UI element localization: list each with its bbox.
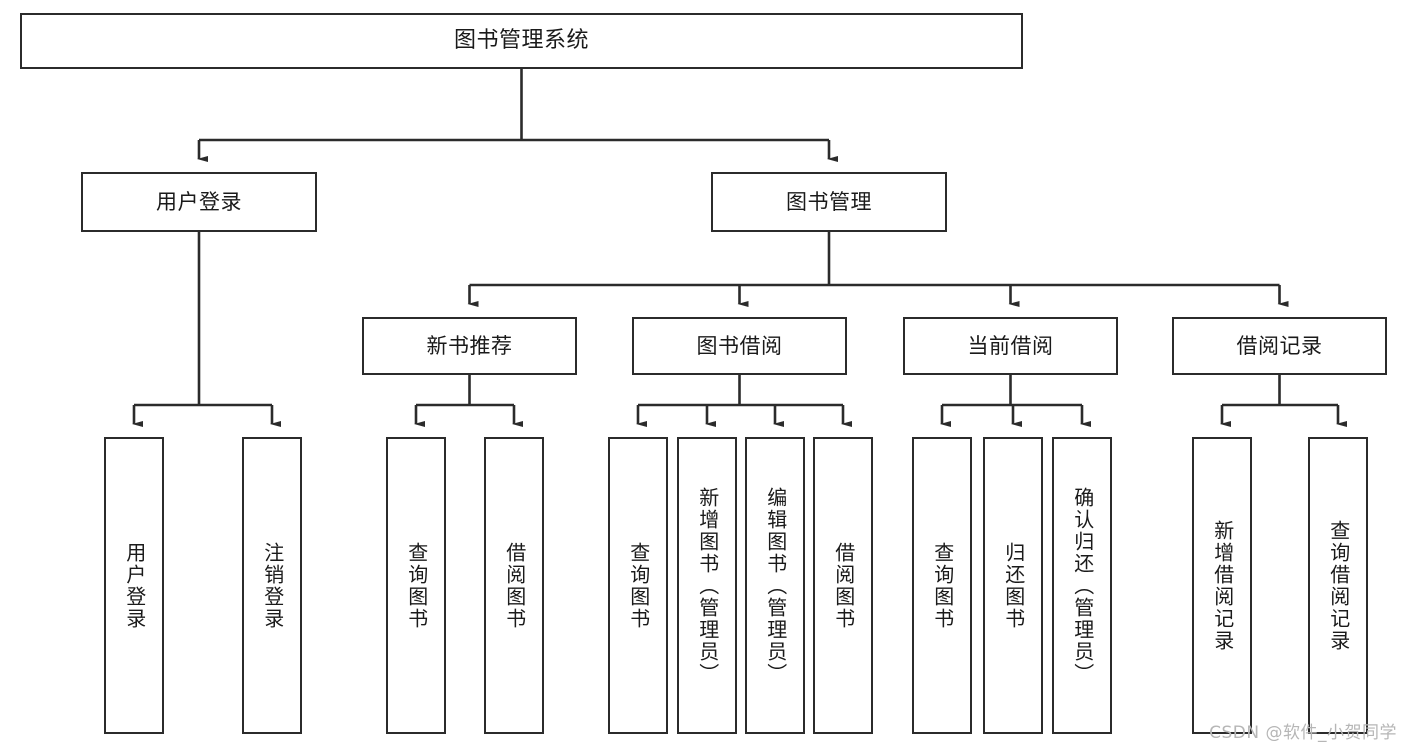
node-label: 用户登录 [156, 189, 242, 214]
node-leaf-borrow-book-2[interactable]: 借阅图书 [813, 437, 873, 734]
node-label: 查询图书 [404, 541, 429, 630]
node-leaf-return-book[interactable]: 归还图书 [983, 437, 1043, 734]
node-label: 图书借阅 [696, 333, 783, 358]
node-label: 查询图书 [626, 541, 651, 630]
node-current-borrow[interactable]: 当前借阅 [903, 317, 1118, 375]
node-root-图书管理系统[interactable]: 图书管理系统 [20, 13, 1023, 69]
watermark-label: CSDN @软件_小贺同学 [1209, 723, 1397, 743]
node-leaf-query-record[interactable]: 查询借阅记录 [1308, 437, 1368, 734]
node-label: 新书推荐 [426, 333, 513, 358]
node-label: 借阅记录 [1236, 333, 1323, 358]
node-leaf-borrow-book-1[interactable]: 借阅图书 [484, 437, 544, 734]
node-label: 图书管理 [786, 189, 872, 214]
node-label: 查询图书 [930, 541, 955, 630]
node-book-manage[interactable]: 图书管理 [711, 172, 947, 232]
node-label: 注销登录 [260, 541, 285, 630]
node-label: 查询借阅记录 [1326, 519, 1351, 652]
node-label: 用户登录 [122, 541, 147, 630]
node-leaf-logout[interactable]: 注销登录 [242, 437, 302, 734]
node-leaf-query-book-1[interactable]: 查询图书 [386, 437, 446, 734]
node-label: 图书管理系统 [453, 28, 589, 54]
node-user-login[interactable]: 用户登录 [81, 172, 317, 232]
node-label: 编辑图书（管理员） [763, 486, 788, 685]
node-label: 新增图书（管理员） [695, 486, 720, 685]
node-leaf-add-record[interactable]: 新增借阅记录 [1192, 437, 1252, 734]
node-leaf-edit-book[interactable]: 编辑图书（管理员） [745, 437, 805, 734]
node-label: 当前借阅 [967, 333, 1054, 358]
node-leaf-user-login[interactable]: 用户登录 [104, 437, 164, 734]
node-leaf-confirm-return[interactable]: 确认归还（管理员） [1052, 437, 1112, 734]
node-leaf-query-book-2[interactable]: 查询图书 [608, 437, 668, 734]
node-leaf-query-book-3[interactable]: 查询图书 [912, 437, 972, 734]
node-label: 新增借阅记录 [1210, 519, 1235, 652]
node-label: 确认归还（管理员） [1070, 486, 1095, 685]
node-book-borrow[interactable]: 图书借阅 [632, 317, 847, 375]
node-leaf-add-book[interactable]: 新增图书（管理员） [677, 437, 737, 734]
node-label: 归还图书 [1001, 541, 1026, 630]
node-label: 借阅图书 [502, 541, 527, 630]
node-new-book-recommend[interactable]: 新书推荐 [362, 317, 577, 375]
node-label: 借阅图书 [831, 541, 856, 630]
node-borrow-record[interactable]: 借阅记录 [1172, 317, 1387, 375]
